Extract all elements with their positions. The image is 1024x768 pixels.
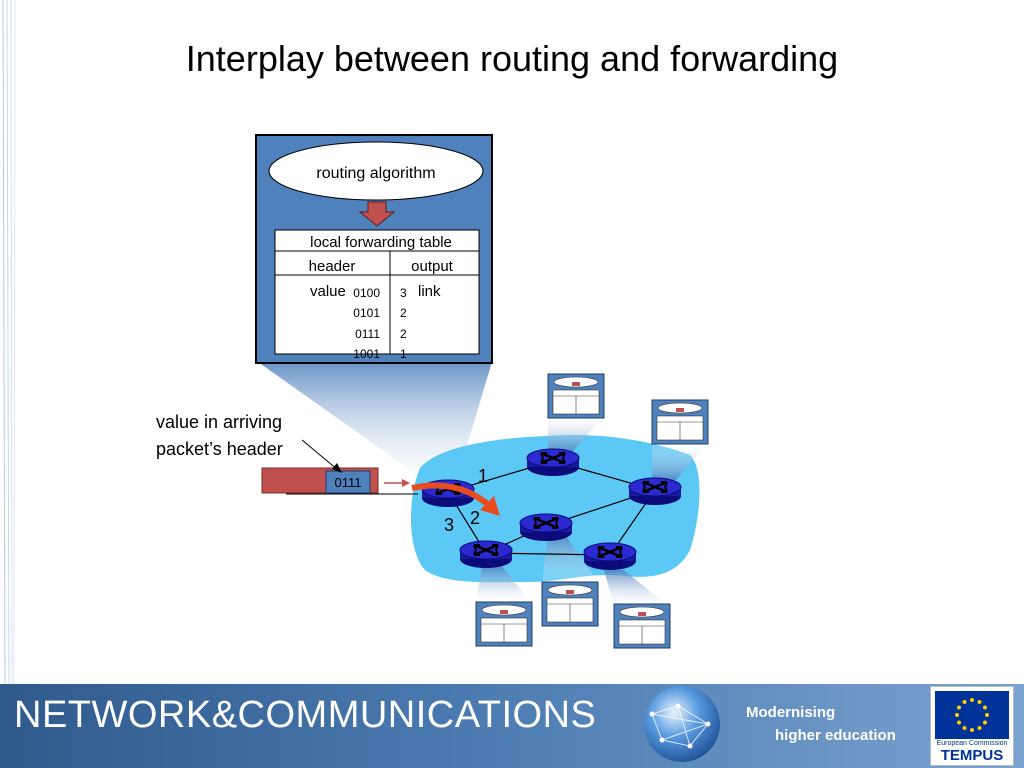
row-header-value: 1001	[353, 347, 380, 361]
table-rows: 0100 3 0101 2 0111 2 1001 1	[353, 286, 407, 361]
mini-forwarding-table-icon	[613, 603, 671, 649]
mini-forwarding-table-icon	[651, 399, 709, 445]
router-icon	[458, 539, 514, 570]
router-icon	[582, 541, 638, 572]
packet-header-value: 0111	[335, 475, 362, 490]
row-output-link: 2	[400, 327, 407, 341]
footer-tagline: higher education	[775, 727, 896, 744]
tempus-label: TEMPUS	[940, 747, 1004, 764]
beam-bottom-mid	[542, 536, 598, 582]
link-label: 1	[478, 466, 488, 486]
footer-title: NETWORK&COMMUNICATIONS	[14, 694, 597, 736]
routing-algorithm-ellipse	[268, 141, 484, 201]
column-header-sub: link	[418, 283, 441, 300]
annotation-text: value in arriving	[156, 412, 282, 432]
link-label: 3	[444, 515, 454, 535]
footer-banner: NETWORK&COMMUNICATIONS Modernising highe…	[0, 684, 1024, 768]
globe-icon	[644, 686, 720, 762]
mini-forwarding-table-icon	[475, 601, 533, 647]
beam-top-router	[548, 418, 602, 452]
routing-diagram: 1 2 3 0111 value in arriving packet’s he…	[156, 134, 709, 649]
beam-bottom-left	[476, 566, 530, 602]
mini-forwarding-table-icon	[547, 373, 605, 419]
forwarding-arrowhead	[480, 496, 500, 516]
row-header-value: 0100	[353, 286, 380, 300]
mini-forwarding-table-icon	[541, 581, 599, 627]
eu-stars-icon	[955, 698, 989, 732]
slide-title: Interplay between routing and forwarding	[185, 38, 839, 79]
row-output-link: 2	[400, 306, 407, 320]
table-to-router-beam	[258, 362, 492, 488]
column-header: output	[411, 258, 454, 275]
router-icon	[518, 512, 574, 543]
beam-right-router	[652, 444, 706, 480]
footer-tagline: Modernising	[746, 704, 836, 721]
annotation-pointer-head	[332, 463, 342, 473]
routing-algorithm-label: routing algorithm	[316, 165, 435, 182]
column-header: header	[309, 258, 356, 275]
row-header-value: 0101	[353, 306, 380, 320]
packet-header	[325, 470, 371, 494]
router-icon	[627, 476, 683, 507]
down-arrow-icon	[358, 201, 396, 227]
left-decoration	[2, 0, 16, 690]
eu-caption: European Commission	[936, 740, 1008, 747]
row-header-value: 0111	[355, 327, 380, 341]
packet-direction-arrowhead	[402, 479, 410, 487]
router-icon	[525, 447, 581, 478]
row-output-link: 1	[400, 347, 407, 361]
beam-bottom-right	[604, 570, 668, 606]
annotation-pointer	[301, 439, 339, 471]
forwarding-arrow	[411, 482, 495, 511]
table-title: local forwarding table	[310, 234, 452, 251]
eu-flag-icon	[935, 691, 1009, 739]
annotation-text: packet’s header	[156, 439, 283, 459]
eu-tempus-logo: European Commission TEMPUS	[930, 686, 1014, 766]
column-header-sub: value	[310, 283, 346, 300]
link-label: 2	[470, 508, 480, 528]
row-output-link: 3	[400, 286, 407, 300]
